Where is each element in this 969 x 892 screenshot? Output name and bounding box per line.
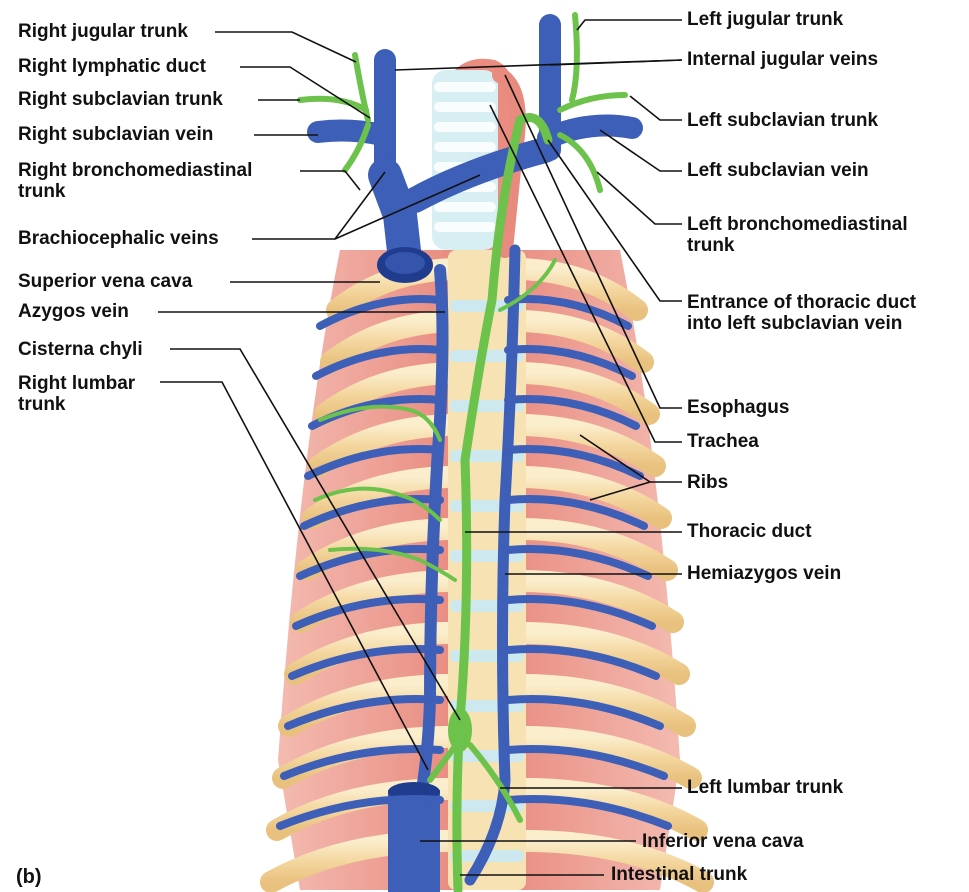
label-left-bronchomediastinal-trunk: Left bronchomediastinal trunk xyxy=(687,214,908,256)
label-right-lymphatic-duct: Right lymphatic duct xyxy=(18,56,206,77)
tracheal-ring xyxy=(434,122,496,132)
leader-line xyxy=(577,20,682,30)
label-right-lumbar-trunk: Right lumbar trunk xyxy=(18,373,135,415)
leader-line xyxy=(630,96,682,120)
label-hemiazygos-vein: Hemiazygos vein xyxy=(687,563,841,584)
leader-line xyxy=(215,32,356,62)
leader-line xyxy=(252,172,385,239)
label-entrance-thoracic-duct: Entrance of thoracic duct into left subc… xyxy=(687,292,916,334)
label-esophagus: Esophagus xyxy=(687,397,789,418)
label-left-jugular-trunk: Left jugular trunk xyxy=(687,9,843,30)
tracheal-ring xyxy=(434,102,496,112)
label-azygos-vein: Azygos vein xyxy=(18,301,129,322)
tracheal-ring xyxy=(434,202,496,212)
label-internal-jugular-veins: Internal jugular veins xyxy=(687,49,878,70)
label-cisterna-chyli: Cisterna chyli xyxy=(18,339,143,360)
leader-line xyxy=(597,172,682,224)
leader-line xyxy=(395,60,682,70)
label-inferior-vena-cava: Inferior vena cava xyxy=(642,831,804,852)
tracheal-ring xyxy=(434,142,496,152)
label-left-subclavian-trunk: Left subclavian trunk xyxy=(687,110,878,131)
label-intestinal-trunk: Intestinal trunk xyxy=(611,864,747,885)
leader-line xyxy=(300,171,360,190)
label-right-subclavian-trunk: Right subclavian trunk xyxy=(18,89,223,110)
label-thoracic-duct: Thoracic duct xyxy=(687,521,812,542)
label-trachea: Trachea xyxy=(687,431,759,452)
label-right-bronchomediastinal-trunk: Right bronchomediastinal trunk xyxy=(18,160,252,202)
label-right-jugular-trunk: Right jugular trunk xyxy=(18,21,188,42)
label-left-subclavian-vein: Left subclavian vein xyxy=(687,160,869,181)
tracheal-ring xyxy=(434,82,496,92)
label-brachiocephalic-veins: Brachiocephalic veins xyxy=(18,228,219,249)
label-left-lumbar-trunk: Left lumbar trunk xyxy=(687,777,843,798)
leader-line xyxy=(240,67,370,118)
label-superior-vena-cava: Superior vena cava xyxy=(18,271,192,292)
tracheal-ring xyxy=(434,222,496,232)
label-ribs: Ribs xyxy=(687,472,728,493)
label-right-subclavian-vein: Right subclavian vein xyxy=(18,124,213,145)
panel-label: (b) xyxy=(16,866,42,889)
